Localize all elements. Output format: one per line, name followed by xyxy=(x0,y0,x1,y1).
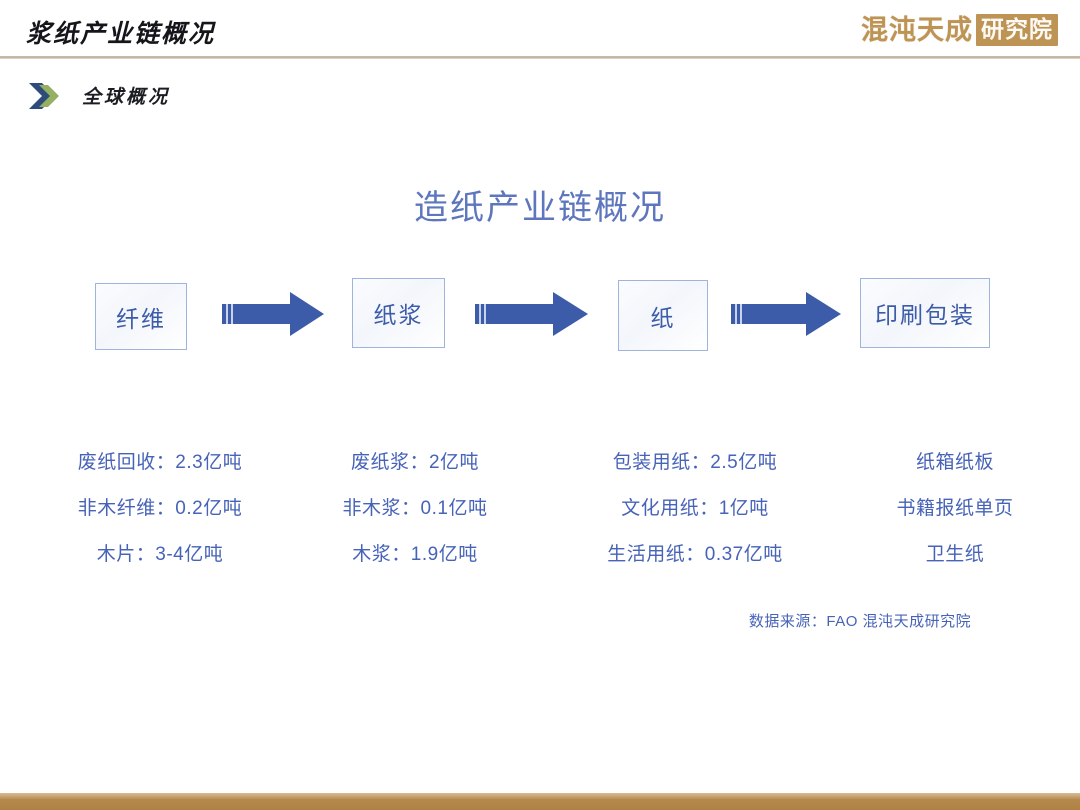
data-cell: 木浆：1.9亿吨 xyxy=(352,544,478,565)
data-cell: 木片：3-4亿吨 xyxy=(96,544,224,565)
data-cell: 废纸回收：2.3亿吨 xyxy=(77,452,243,473)
data-cell: 非木浆：0.1亿吨 xyxy=(342,498,488,519)
arrow-paper-to-print-icon xyxy=(731,292,841,336)
flow-stage-paper: 纸 xyxy=(618,280,708,351)
arrow-pulp-to-paper-icon xyxy=(475,292,588,336)
double-chevron-icon xyxy=(28,81,62,111)
data-column-paper-outputs: 包装用纸：2.5亿吨 文化用纸：1亿吨 生活用纸：0.37亿吨 xyxy=(560,440,830,578)
data-cell: 生活用纸：0.37亿吨 xyxy=(607,544,783,565)
logo-box-text: 研究院 xyxy=(976,14,1058,46)
page-title: 浆纸产业链概况 xyxy=(26,21,216,48)
data-cell: 卫生纸 xyxy=(925,544,985,565)
section-heading: 全球概况 xyxy=(82,87,171,108)
header-divider xyxy=(0,56,1080,59)
source-note: 数据来源：FAO 混沌天成研究院 xyxy=(748,613,972,630)
process-flow: 纤维 纸浆 纸 印刷包装 xyxy=(0,278,1080,362)
data-column-print-packaging-outputs: 纸箱纸板 书籍报纸单页 卫生纸 xyxy=(840,440,1070,578)
data-cell: 书籍报纸单页 xyxy=(896,498,1014,519)
data-cell: 文化用纸：1亿吨 xyxy=(621,498,769,519)
data-cell: 非木纤维：0.2亿吨 xyxy=(77,498,243,519)
diagram-title: 造纸产业链概况 xyxy=(414,189,666,227)
logo-seal-text: 混沌天成 xyxy=(861,14,973,45)
data-column-pulp-outputs: 废纸浆：2亿吨 非木浆：0.1亿吨 木浆：1.9亿吨 xyxy=(300,440,530,578)
flow-stage-fiber: 纤维 xyxy=(95,283,187,350)
data-cell: 纸箱纸板 xyxy=(915,452,994,473)
data-cell: 包装用纸：2.5亿吨 xyxy=(612,452,778,473)
company-logo: 混沌天成 研究院 xyxy=(861,10,1058,50)
arrow-fiber-to-pulp-icon xyxy=(222,292,324,336)
data-cell: 废纸浆：2亿吨 xyxy=(350,452,480,473)
flow-stage-pulp: 纸浆 xyxy=(352,278,445,348)
footer-bar xyxy=(0,793,1080,810)
flow-stage-printing-packaging: 印刷包装 xyxy=(860,278,990,348)
data-column-fiber-inputs: 废纸回收：2.3亿吨 非木纤维：0.2亿吨 木片：3-4亿吨 xyxy=(30,440,290,578)
